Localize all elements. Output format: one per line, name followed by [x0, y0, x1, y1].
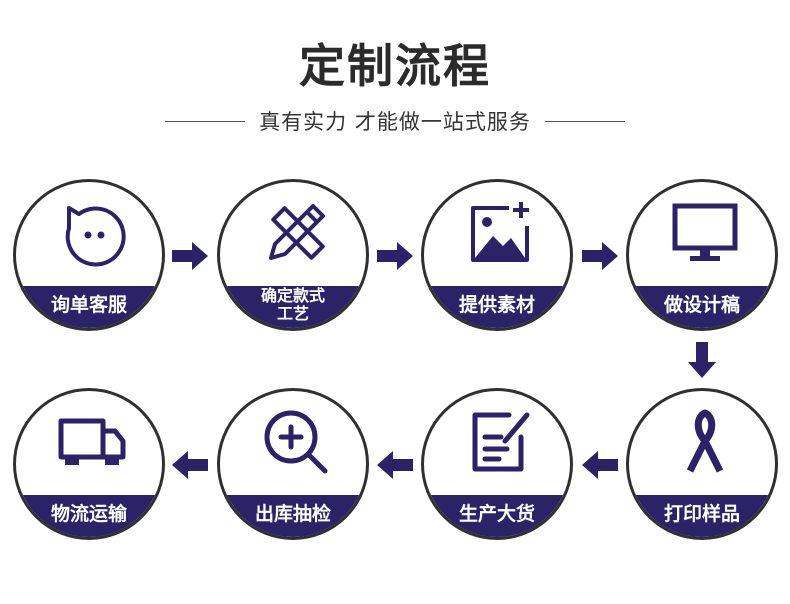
- page-title: 定制流程: [299, 39, 491, 93]
- step-label: 提供素材: [458, 294, 535, 316]
- arrow-right-icon: [172, 242, 208, 270]
- arrow-left-icon: [377, 451, 413, 479]
- monitor-icon: [672, 203, 738, 261]
- ribbon-icon: [686, 409, 724, 473]
- arrow-right-icon: [582, 242, 618, 270]
- truck-icon: [58, 418, 126, 465]
- label-band: [424, 286, 570, 328]
- step-sample: 打印样品: [626, 388, 778, 540]
- page-subtitle: 真有实力 才能做一站式服务: [259, 110, 531, 134]
- label-band: [220, 495, 366, 537]
- label-band: [16, 286, 162, 328]
- step-label: 出库抽检: [254, 503, 331, 525]
- step-design: 做设计稿: [626, 179, 778, 331]
- step-label: 询单客服: [50, 294, 127, 316]
- label-band: [16, 495, 162, 537]
- arrow-right-icon: [377, 242, 413, 270]
- subtitle-row: 真有实力 才能做一站式服务: [0, 106, 790, 136]
- step-label: 打印样品: [663, 503, 740, 525]
- label-band: [629, 286, 775, 328]
- zoom-in-icon: [264, 410, 328, 474]
- step-mass-production: 生产大货: [421, 388, 573, 540]
- step-label: 生产大货: [458, 503, 535, 525]
- step-inspection: 出库抽检: [217, 388, 369, 540]
- document-edit-icon: [472, 412, 530, 472]
- right-divider: [544, 120, 625, 122]
- step-logistics: 物流运输: [13, 388, 165, 540]
- step-materials: 提供素材: [421, 179, 573, 331]
- step-label: 确定款式 工艺: [260, 286, 325, 323]
- arrow-down-icon: [688, 342, 716, 378]
- step-label: 物流运输: [50, 503, 127, 525]
- pencil-ruler-icon: [269, 204, 325, 260]
- arrow-left-icon: [582, 451, 618, 479]
- left-divider: [165, 120, 246, 122]
- step-style-craft: 确定款式 工艺: [217, 179, 369, 331]
- arrow-left-icon: [172, 451, 208, 479]
- label-band: [424, 495, 570, 537]
- add-image-icon: [471, 202, 529, 262]
- label-band: [629, 495, 775, 537]
- chat-face-icon: [65, 206, 126, 267]
- label-band: [220, 286, 366, 328]
- step-label: 做设计稿: [663, 294, 740, 316]
- step-inquiry: 询单客服: [13, 179, 165, 331]
